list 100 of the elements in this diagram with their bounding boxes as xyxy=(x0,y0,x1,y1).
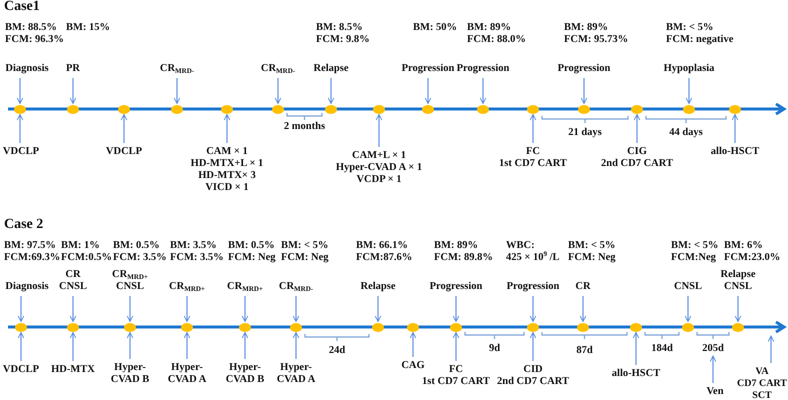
arrow xyxy=(120,114,128,143)
timeline-dot xyxy=(14,104,26,114)
timeline-dot xyxy=(372,322,384,332)
arrow xyxy=(184,296,190,322)
timeline-dot xyxy=(422,104,434,114)
arrow xyxy=(530,114,536,143)
stat-text: BM: 66.1% xyxy=(356,240,409,252)
arrow xyxy=(410,332,416,357)
timeline-dot xyxy=(631,104,643,114)
stat-text: FCM:69.3% xyxy=(4,252,60,264)
arrow xyxy=(292,332,300,359)
event-label: Progression xyxy=(558,63,610,75)
timeline-dot xyxy=(729,104,741,114)
treatment-label: CAM+L × 1 xyxy=(351,150,407,162)
arrow xyxy=(530,332,536,361)
arrow xyxy=(480,78,486,104)
timeline-dot xyxy=(450,322,462,332)
arrow xyxy=(580,78,588,104)
duration-label: 24d xyxy=(328,345,346,357)
arrow xyxy=(452,332,460,361)
treatment-label: VA xyxy=(754,366,770,378)
stat-text: FCM: 9.8% xyxy=(316,34,370,46)
stat-text: BM: 0.5% xyxy=(113,240,161,252)
stat-text: FCM:0.5% xyxy=(61,252,112,264)
treatment-label: Hyper- CVAD A xyxy=(276,362,316,386)
event-label: Progression xyxy=(430,281,482,293)
stat-text: FCM: 3.5% xyxy=(113,252,167,264)
treatment-label: Hyper- CVAD A xyxy=(166,362,208,386)
arrow xyxy=(580,296,586,322)
treatment-label: Hyper-CVAD A × 1 xyxy=(336,162,422,174)
treatment-label: HD-MTX× 3 xyxy=(197,170,257,182)
stat-text: BM: 89% xyxy=(467,22,512,34)
treatment-label: 2nd CD7 CART xyxy=(497,376,569,388)
treatment-label: allo-HSCT xyxy=(710,146,760,158)
treatment-label: CAG xyxy=(401,360,425,372)
stat-text: BM: 1% xyxy=(61,240,101,252)
stat-text: FCM: 88.0% xyxy=(467,34,526,46)
event-label: CNSL xyxy=(674,281,702,293)
arrow xyxy=(70,78,76,104)
stat-text: BM: < 5% xyxy=(568,240,616,252)
event-label: PR xyxy=(66,63,80,75)
stat-text: BM: 89% xyxy=(564,22,610,34)
event-label: CR xyxy=(575,281,591,293)
stat-text: BM: 8.5% xyxy=(316,22,364,34)
arrow xyxy=(374,296,382,322)
treatment-label: Hyper- CVAD B xyxy=(110,362,150,386)
treatment-label: Hyper- CVAD B xyxy=(224,362,266,386)
duration-label: 184d xyxy=(651,343,673,355)
stat-text: BM: 3.5% xyxy=(170,240,218,252)
timeline-dot xyxy=(221,104,233,114)
treatment-label: VDCLP xyxy=(2,146,40,158)
event-label: Diagnosis xyxy=(5,281,49,293)
arrow xyxy=(424,78,432,104)
event-label: CR xyxy=(64,269,82,281)
treatment-label: HD-MTX xyxy=(51,364,95,376)
stat-text: FCM: Neg xyxy=(228,252,276,264)
duration-label: 21 days xyxy=(568,127,602,139)
treatment-label: 2nd CD7 CART xyxy=(601,158,673,170)
arrow xyxy=(174,78,180,104)
arrow xyxy=(18,332,24,361)
stat-text: FCM: Neg xyxy=(281,252,329,264)
event-label: CR$_{MRD+}$ xyxy=(227,281,263,293)
arrow xyxy=(634,114,640,143)
arrow xyxy=(224,114,230,143)
arrow xyxy=(70,296,76,322)
timeline-dot xyxy=(373,104,385,114)
stat-text: FCM: Neg xyxy=(568,252,616,264)
arrow xyxy=(328,78,334,104)
arrow xyxy=(18,296,24,322)
duration-label: 44 days xyxy=(669,127,703,139)
treatment-label: VICD × 1 xyxy=(204,182,250,194)
treatment-label: VCDP × 1 xyxy=(355,174,403,186)
event-label: Hypoplasia xyxy=(664,63,714,75)
treatment-label: VDCLP xyxy=(106,146,142,158)
arrow xyxy=(768,336,774,363)
arrow xyxy=(686,78,692,104)
event-label: CR$_{MRD-}$ xyxy=(278,281,314,293)
treatment-label: allo-HSCT xyxy=(612,368,660,380)
stat-text: 425 × 10$^{9}$ /L xyxy=(506,252,560,264)
treatment-label: HD-MTX+L × 1 xyxy=(190,158,264,170)
arrow xyxy=(242,296,248,322)
case-title: Case 2 xyxy=(4,217,44,233)
stat-text: BM: 6% xyxy=(724,240,764,252)
event-label: CR$_{MRD+}$ xyxy=(112,269,148,281)
stat-text: FCM:23.0% xyxy=(724,252,780,264)
timeline-dot xyxy=(67,322,79,332)
event-label: CR$_{MRD+}$ xyxy=(169,281,205,293)
arrow xyxy=(632,332,640,365)
treatment-label: FC xyxy=(448,364,464,376)
stat-text: FCM:87.6% xyxy=(356,252,412,264)
timeline-dot xyxy=(527,104,539,114)
arrow xyxy=(184,332,190,359)
arrow xyxy=(70,332,76,361)
timeline-dot xyxy=(732,322,744,332)
duration-label: 2 months xyxy=(284,121,326,133)
timeline-dot xyxy=(630,322,642,332)
timeline-dot xyxy=(577,322,589,332)
stat-text: BM: < 5% xyxy=(666,22,714,34)
treatment-label: CD7 CART xyxy=(737,378,787,390)
treatment-label: Ven xyxy=(706,386,724,398)
